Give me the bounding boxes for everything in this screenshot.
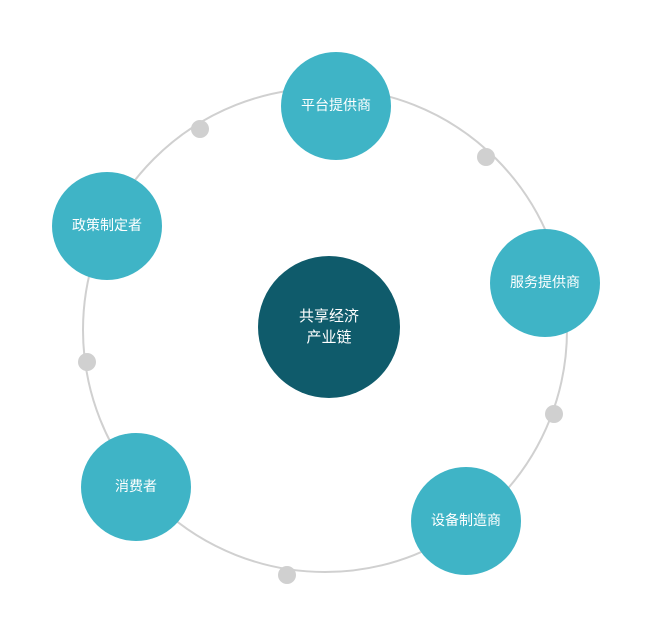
- connector-dot: [191, 120, 209, 138]
- node-device-manufacturer: 设备制造商: [411, 467, 521, 575]
- node-label: 政策制定者: [72, 217, 142, 234]
- node-policy-maker: 政策制定者: [52, 172, 162, 280]
- node-label: 消费者: [115, 478, 157, 495]
- node-label: 服务提供商: [510, 274, 580, 291]
- node-consumer: 消费者: [81, 433, 191, 541]
- center-title-line1: 共享经济: [298, 307, 359, 325]
- center-node: 共享经济 产业链: [258, 256, 400, 398]
- node-platform-provider: 平台提供商: [281, 52, 391, 160]
- node-label: 平台提供商: [301, 97, 371, 114]
- connector-dot: [278, 566, 296, 584]
- node-label: 设备制造商: [431, 512, 501, 529]
- center-title-line2: 产业链: [306, 328, 352, 346]
- connector-dot: [545, 405, 563, 423]
- connector-dot: [78, 353, 96, 371]
- node-service-provider: 服务提供商: [490, 229, 600, 337]
- connector-dot: [477, 148, 495, 166]
